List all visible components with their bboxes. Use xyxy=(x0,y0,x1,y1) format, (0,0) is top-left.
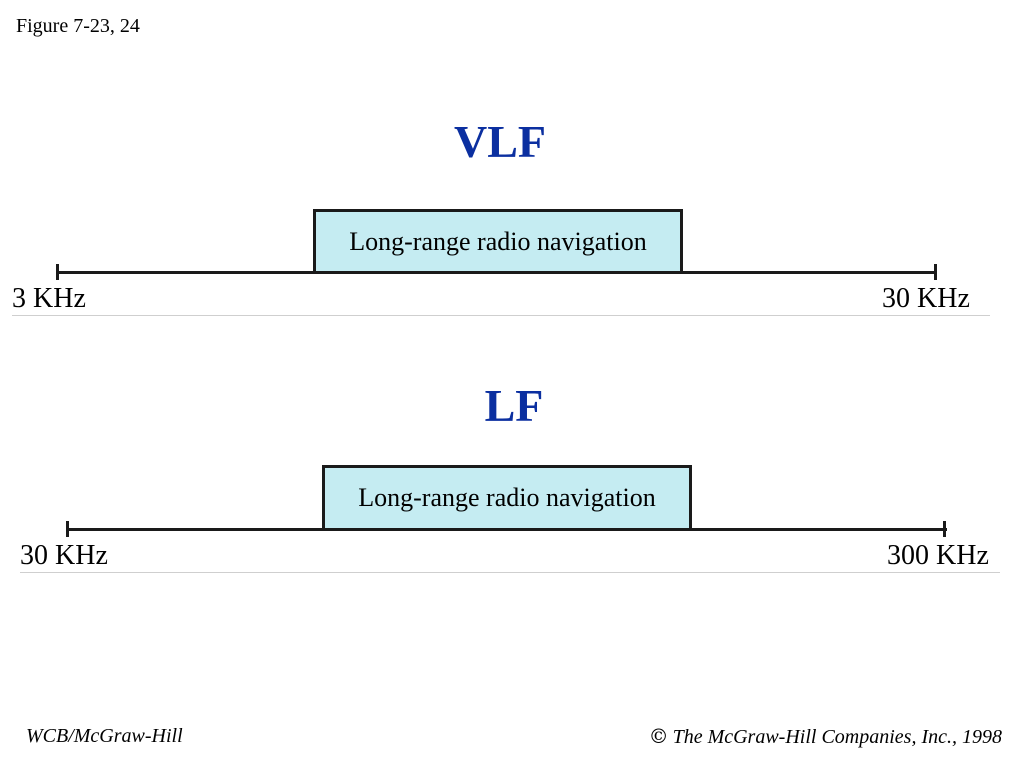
vlf-divider xyxy=(12,315,990,316)
lf-divider xyxy=(20,572,1000,573)
lf-end-tick xyxy=(943,521,946,537)
figure-label: Figure 7-23, 24 xyxy=(16,15,140,37)
copyright-text: The McGraw-Hill Companies, Inc., 1998 xyxy=(672,726,1002,748)
lf-start-frequency: 30 KHz xyxy=(20,540,108,571)
lf-end-frequency: 300 KHz xyxy=(887,540,989,571)
lf-navigation-box: Long-range radio navigation xyxy=(322,465,692,531)
vlf-start-frequency: 3 KHz xyxy=(12,283,86,314)
vlf-navigation-label: Long-range radio navigation xyxy=(349,226,647,256)
vlf-navigation-box: Long-range radio navigation xyxy=(313,209,683,274)
copyright-notice: ©The McGraw-Hill Companies, Inc., 1998 xyxy=(649,724,1002,749)
vlf-end-tick xyxy=(934,264,937,280)
vlf-band-title: VLF xyxy=(454,116,546,167)
lf-navigation-label: Long-range radio navigation xyxy=(358,483,656,512)
lf-band-title: LF xyxy=(484,380,544,431)
publisher-label: WCB/McGraw-Hill xyxy=(26,725,183,747)
vlf-end-frequency: 30 KHz xyxy=(882,283,970,314)
vlf-start-tick xyxy=(56,264,59,280)
copyright-icon: © xyxy=(648,724,669,748)
lf-start-tick xyxy=(66,521,69,537)
